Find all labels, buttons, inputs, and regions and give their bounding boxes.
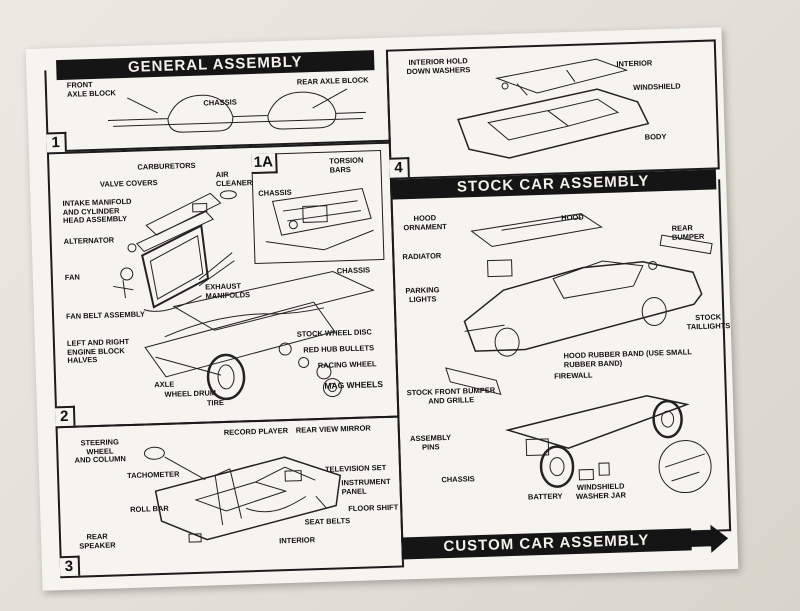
parking-lights-label: PARKING LIGHTS [405,285,440,304]
fan-label: FAN [64,272,80,282]
rear-speaker-label: REAR SPEAKER [79,531,116,551]
engine-block-label: LEFT AND RIGHT ENGINE BLOCK HALVES [66,336,130,365]
radiator-label: RADIATOR [402,251,442,262]
arrow-right-icon [688,524,729,553]
steering-wheel-label: STEERING WHEEL AND COLUMN [74,437,126,465]
interior-drawing [143,446,342,543]
instruction-sheet: GENERAL ASSEMBLY 1 FRONT AXLE BLOCK CHAS… [25,27,739,591]
chassis-wheels-drawing [144,271,375,401]
torsion-chassis-drawing [265,188,374,251]
engine-exploded-drawing [113,190,237,312]
step-1-number: 1 [46,131,67,153]
body-drawing [457,58,650,159]
step-2-number: 2 [54,405,76,427]
step-3-number: 3 [59,555,81,577]
assembly-pins-label: ASSEMBLY PINS [409,432,452,452]
step-1a-number: 1A [251,153,278,175]
floor-shift-label: FLOOR SHIFT [348,502,399,514]
stock-car-drawing [445,213,713,494]
chassis-outline-drawing [107,88,366,133]
carburetors-label: CARBURETORS [137,160,196,172]
step-4-number: 4 [389,157,410,178]
instrument-panel-label: INSTRUMENT PANEL [341,476,391,496]
torsion-bars-label: TORSION BARS [329,155,364,175]
